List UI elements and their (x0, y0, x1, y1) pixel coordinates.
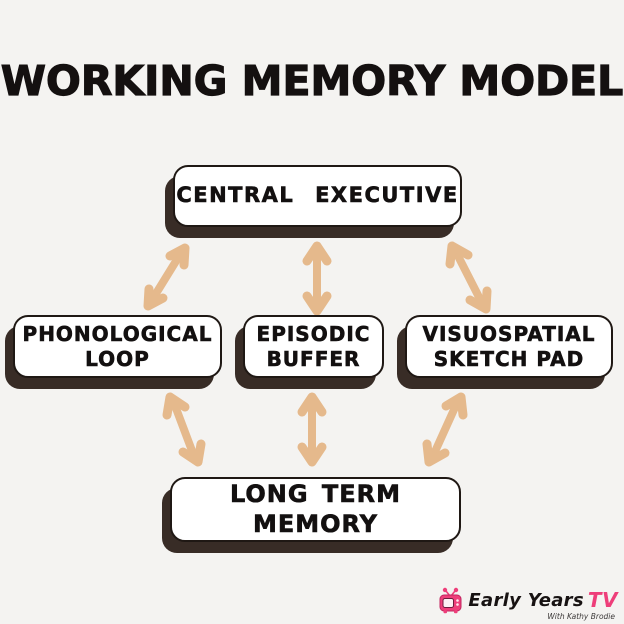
node-episodic-buffer-line2: BUFFER (266, 346, 361, 371)
node-phonological-loop-line2: LOOP (85, 346, 150, 371)
arrow-central-executive-episodic-buffer (302, 241, 332, 316)
node-long-term-memory-label: LONG TERM MEMORY (229, 480, 402, 538)
logo-tagline: With Kathy Brodie (547, 612, 615, 621)
early-years-tv-logo: Early Years TV With Kathy Brodie (439, 586, 618, 621)
node-central-executive: CENTRAL EXECUTIVE (173, 165, 462, 227)
logo-row: Early Years TV (437, 586, 618, 614)
logo-tv-text: TV (587, 588, 618, 612)
node-episodic-buffer-line1: EPISODIC (256, 322, 371, 347)
arrow-visuospatial-long-term-memory (422, 392, 468, 467)
node-visuospatial-line2: SKETCH PAD (433, 346, 585, 371)
logo-brand-text: Early Years (468, 589, 584, 611)
arrow-central-executive-visuospatial (445, 241, 492, 314)
node-episodic-buffer: EPISODIC BUFFER (243, 315, 384, 378)
node-central-executive-label: CENTRAL EXECUTIVE (176, 183, 459, 208)
node-visuospatial-line1: VISUOSPATIAL (422, 322, 596, 347)
node-visuospatial-sketch-pad: VISUOSPATIAL SKETCH PAD (405, 315, 613, 378)
arrow-central-executive-phonological-loop (143, 243, 190, 311)
node-long-term-memory: LONG TERM MEMORY (170, 477, 461, 542)
tv-icon (439, 587, 462, 614)
arrow-phonological-loop-long-term-memory (162, 392, 206, 467)
arrow-episodic-buffer-long-term-memory (297, 392, 327, 467)
page-title: WORKING MEMORY MODEL (0, 56, 624, 105)
node-phonological-loop-line1: PHONOLOGICAL (22, 322, 213, 347)
node-phonological-loop: PHONOLOGICAL LOOP (13, 315, 222, 378)
